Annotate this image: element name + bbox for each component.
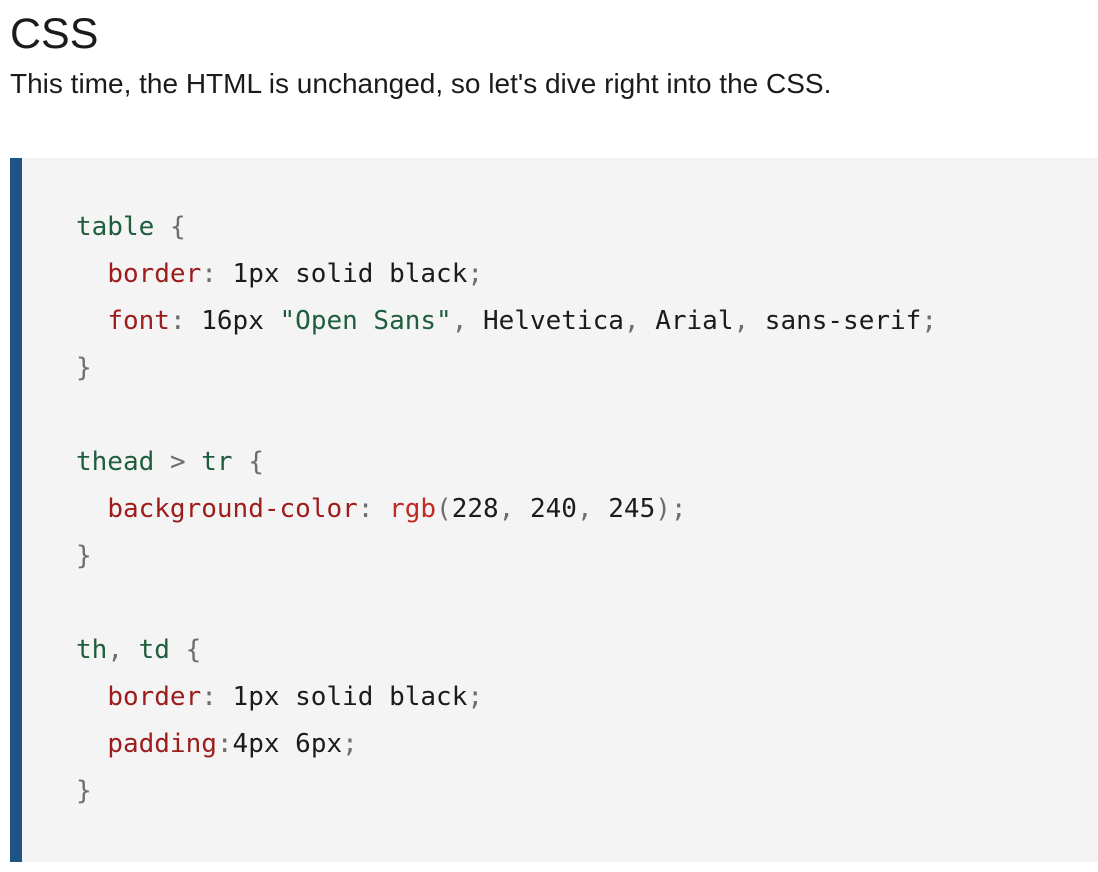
- code-token-val: [76, 259, 107, 289]
- code-line: border: 1px solid black;: [76, 251, 937, 298]
- code-token-punc: :: [216, 729, 233, 759]
- code-token-val: [76, 729, 107, 759]
- code-token-val: [186, 447, 202, 477]
- code-token-punc: :: [201, 259, 217, 289]
- code-token-punc: :: [357, 494, 374, 524]
- code-line: [76, 580, 937, 627]
- code-token-punc: {: [248, 447, 264, 477]
- code-token-punc: ;: [670, 494, 687, 524]
- code-token-punc: ;: [342, 729, 358, 759]
- code-token-val: 240: [514, 494, 577, 524]
- code-token-val: [76, 306, 107, 336]
- code-token-punc: ,: [623, 306, 640, 336]
- code-token-punc: }: [76, 353, 92, 383]
- code-token-sel: thead: [76, 447, 155, 477]
- code-token-punc: ,: [576, 494, 593, 524]
- code-token-val: 4px 6px: [232, 729, 343, 759]
- code-token-punc: ;: [921, 306, 937, 336]
- code-token-punc: (: [436, 494, 452, 524]
- code-token-punc: :: [201, 682, 217, 712]
- code-token-prop: padding: [107, 729, 217, 759]
- code-line: }: [76, 533, 937, 580]
- code-token-val: [233, 447, 249, 477]
- code-token-punc: {: [185, 635, 202, 665]
- code-token-prop: border: [107, 682, 202, 712]
- code-token-sel: td: [138, 635, 170, 665]
- code-token-val: [373, 494, 389, 524]
- code-token-val: 1px solid black: [216, 682, 468, 712]
- code-token-punc: ;: [467, 259, 483, 289]
- code-token-val: Helvetica: [467, 306, 624, 336]
- code-token-prop: border: [107, 259, 202, 289]
- code-line: th, td {: [76, 627, 937, 674]
- code-token-val: 245: [592, 494, 656, 524]
- code-token-punc: ;: [467, 682, 483, 712]
- code-block: table { border: 1px solid black; font: 1…: [10, 158, 1098, 862]
- code-token-punc: }: [76, 776, 92, 806]
- intro-paragraph: This time, the HTML is unchanged, so let…: [10, 68, 832, 99]
- code-line: font: 16px "Open Sans", Helvetica, Arial…: [76, 298, 937, 345]
- code-token-val: [170, 635, 186, 665]
- code-line: background-color: rgb(228, 240, 245);: [76, 486, 937, 533]
- code-token-sel: tr: [201, 447, 233, 477]
- code-line: padding:4px 6px;: [76, 721, 937, 768]
- code-line: }: [76, 345, 937, 392]
- css-code: table { border: 1px solid black; font: 1…: [76, 204, 937, 815]
- code-token-punc: {: [169, 212, 186, 242]
- code-token-fn: rgb: [389, 494, 437, 524]
- code-token-val: [154, 447, 170, 477]
- code-token-punc: ,: [107, 635, 123, 665]
- code-token-val: Arial: [639, 306, 734, 336]
- code-token-sel: table: [76, 212, 155, 242]
- code-token-val: [154, 212, 170, 242]
- code-token-str: "Open Sans": [279, 306, 452, 336]
- code-line: table {: [76, 204, 937, 251]
- code-token-val: 16px: [185, 306, 280, 336]
- code-token-prop: font: [107, 306, 170, 336]
- code-token-punc: ,: [498, 494, 515, 524]
- code-line: border: 1px solid black;: [76, 674, 937, 721]
- code-token-punc: ,: [451, 306, 468, 336]
- code-token-punc: ,: [733, 306, 750, 336]
- code-token-val: [76, 682, 107, 712]
- code-token-val: 228: [451, 494, 499, 524]
- code-token-val: sans-serif: [749, 306, 922, 336]
- code-token-sel: th: [76, 635, 108, 665]
- code-token-punc: ): [655, 494, 671, 524]
- code-token-val: [123, 635, 139, 665]
- code-token-punc: :: [169, 306, 186, 336]
- code-token-punc: >: [169, 447, 186, 477]
- code-token-punc: }: [76, 541, 92, 571]
- code-token-prop: background-color: [107, 494, 358, 524]
- code-token-val: 1px solid black: [216, 259, 468, 289]
- code-line: [76, 392, 937, 439]
- code-token-val: [76, 494, 107, 524]
- code-line: }: [76, 768, 937, 815]
- section-heading: CSS: [10, 10, 99, 58]
- code-line: thead > tr {: [76, 439, 937, 486]
